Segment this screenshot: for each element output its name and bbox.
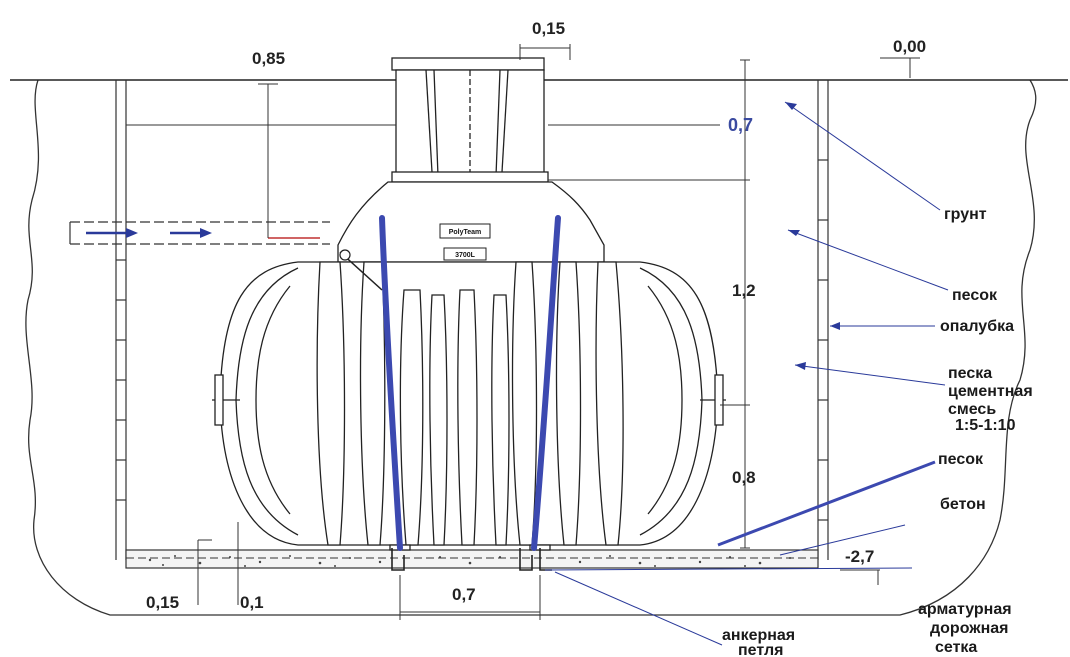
anchor-straps [379,215,561,551]
strap-ring [339,249,351,261]
tank-neck [391,57,549,183]
tank-nameplate: PolyTeam 3700L [439,223,491,261]
label-mix-1: песка [948,365,992,382]
tank-body [212,181,726,551]
label-mesh-2: дорожная [930,620,1009,637]
label-mesh-1: арматурная [918,601,1012,618]
label-formwork: опалубка [940,318,1014,335]
dim-bottom-level: -2,7 [845,547,874,566]
formwork-left [115,80,127,560]
dim-neck-height: 0,7 [728,115,753,135]
dim-slab-offset: 0,15 [146,593,179,612]
leader-arrowheads [785,102,840,370]
inlet-pipe [69,221,330,245]
label-sand-bottom: песок [938,451,984,468]
label-sand-top: песок [952,287,998,304]
dimension-lines [126,44,920,620]
tank-brand: PolyTeam [449,229,482,236]
sand-bottom-leader [717,460,936,547]
label-mix-2: цементная [948,383,1033,400]
label-concrete: бетон [940,496,986,513]
label-anchor-1: анкерная [722,627,795,644]
label-mesh-3: сетка [935,639,977,656]
dim-body-lower: 0,8 [732,468,756,487]
dim-top-width: 0,15 [532,19,565,38]
dim-pipe-depth: 0,85 [252,49,285,68]
formwork-right [817,80,829,560]
dim-body-upper: 1,2 [732,281,756,300]
label-soil: грунт [944,206,987,223]
leader-lines [544,101,949,646]
dim-base-width: 0,7 [452,585,476,604]
label-anchor-2: петля [738,642,783,657]
tank-model: 3700L [455,252,476,259]
dim-ground-level: 0,00 [893,37,926,56]
concrete-slab [125,549,819,569]
label-mix-4: 1:5-1:10 [955,417,1016,434]
label-mix-3: смесь [948,401,996,418]
dim-slab-thickness: 0,1 [240,593,264,612]
excavation-outline [25,79,1037,616]
